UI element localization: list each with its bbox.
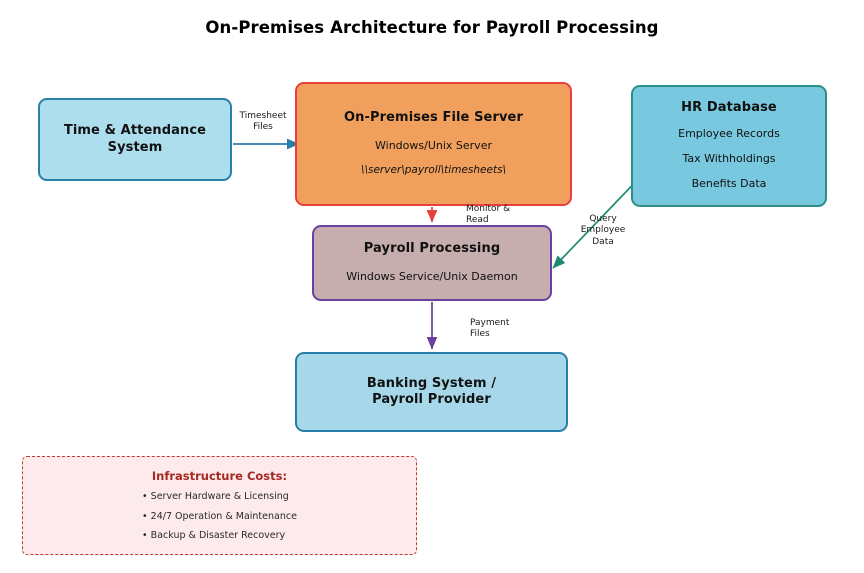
node-time-attendance-system[interactable]: Time & Attendance System xyxy=(38,98,232,181)
infrastructure-costs-items: • Server Hardware & Licensing • 24/7 Ope… xyxy=(142,491,297,542)
hr-database-item: Tax Withholdings xyxy=(682,152,776,166)
node-hr-database-title: HR Database xyxy=(681,100,777,116)
infrastructure-costs-item: • 24/7 Operation & Maintenance xyxy=(142,510,297,522)
node-payroll-processing[interactable]: Payroll Processing Windows Service/Unix … xyxy=(312,225,552,301)
node-on-premises-file-server-title: On-Premises File Server xyxy=(343,109,523,125)
node-time-attendance-system-title: Time & Attendance System xyxy=(63,123,207,155)
infrastructure-costs-title: Infrastructure Costs: xyxy=(151,469,288,484)
edge-label-monitor-read: Monitor & Read xyxy=(466,204,511,226)
node-infrastructure-costs: Infrastructure Costs: • Server Hardware … xyxy=(22,456,417,555)
edge-label-payment-files: Payment Files xyxy=(470,318,510,340)
infrastructure-costs-item: • Server Hardware & Licensing xyxy=(142,491,289,503)
node-on-premises-file-server[interactable]: On-Premises File Server Windows/Unix Ser… xyxy=(295,82,572,206)
hr-database-item: Employee Records xyxy=(678,127,780,141)
node-banking-system-payroll-provider[interactable]: Banking System / Payroll Provider xyxy=(295,352,568,432)
node-hr-database[interactable]: HR Database Employee Records Tax Withhol… xyxy=(631,85,827,207)
infrastructure-costs-item: • Backup & Disaster Recovery xyxy=(142,530,286,542)
page-title: On-Premises Architecture for Payroll Pro… xyxy=(205,18,659,37)
hr-database-item: Benefits Data xyxy=(691,177,767,191)
node-hr-database-items: Employee Records Tax Withholdings Benefi… xyxy=(678,127,780,192)
node-on-premises-file-server-subtitle: Windows/Unix Server xyxy=(375,139,492,153)
node-banking-system-payroll-provider-title: Banking System / Payroll Provider xyxy=(366,375,497,407)
edge-label-query-employee-data: Query Employee Data xyxy=(580,214,626,247)
node-on-premises-file-server-path: \\server\payroll\timesheets\ xyxy=(360,164,507,177)
edge-label-timesheet-files: Timesheet Files xyxy=(239,111,287,133)
node-payroll-processing-subtitle: Windows Service/Unix Daemon xyxy=(346,270,518,284)
node-payroll-processing-title: Payroll Processing xyxy=(363,241,501,257)
